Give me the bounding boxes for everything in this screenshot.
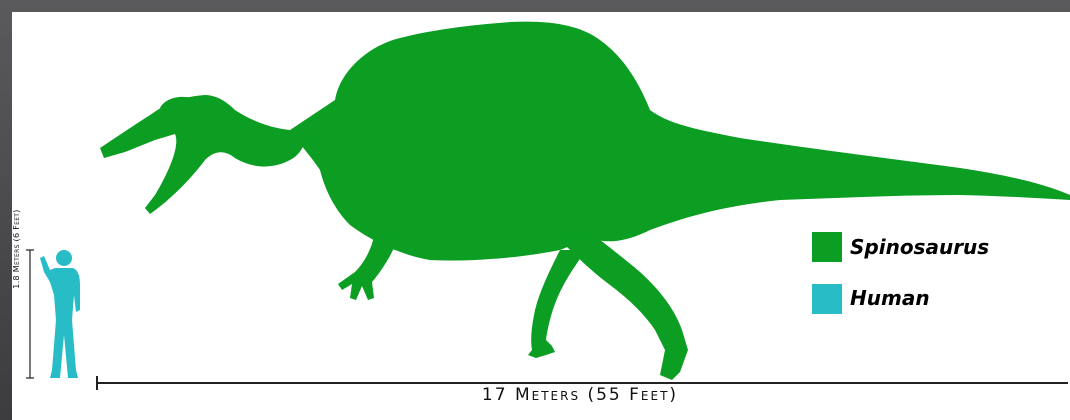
spinosaurus-silhouette <box>100 22 1070 380</box>
length-scale-label: 17 Meters (55 Feet) <box>350 385 810 405</box>
legend-label-spinosaurus: Spinosaurus <box>850 235 989 259</box>
human-silhouette <box>40 250 80 378</box>
human-height-label: 1.8 Meters (6 Feet) <box>12 184 21 314</box>
legend-label-human: Human <box>850 286 930 310</box>
human-height-scale <box>26 250 34 378</box>
legend-swatch-spinosaurus <box>812 232 842 262</box>
legend-swatch-human <box>812 284 842 314</box>
